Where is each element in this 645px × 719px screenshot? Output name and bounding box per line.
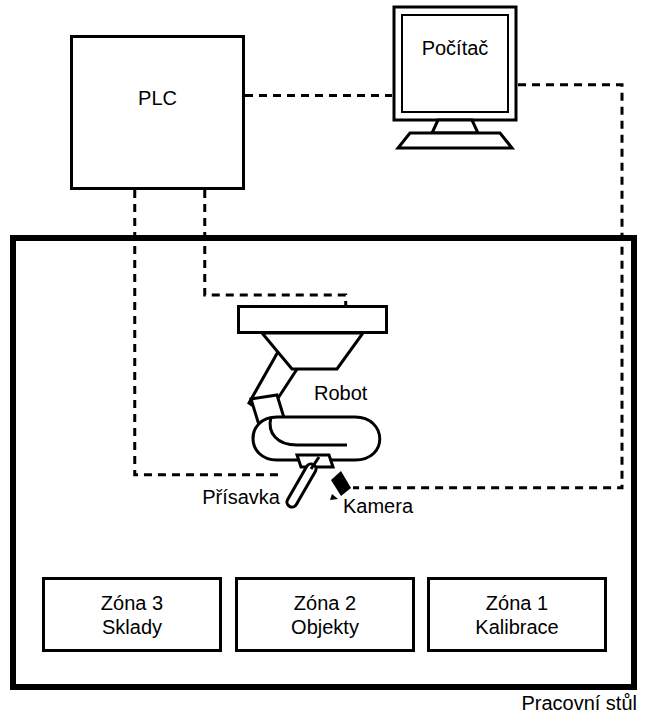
node-label: Přísavka — [168, 485, 280, 509]
node-label: Kamera — [343, 494, 413, 518]
computer-monitor: Počítač — [392, 5, 518, 150]
node-label: Zóna 2 — [294, 591, 356, 615]
camera: Kamera — [327, 468, 353, 500]
workbench-frame: Pracovní stůlRobotPřísavkaKameraZóna 3Sk… — [10, 235, 637, 690]
node-label: Zóna 3 — [101, 591, 163, 615]
dashed-connector — [245, 94, 392, 97]
zone-box: Zóna 2Objekty — [235, 577, 415, 652]
node-label: Objekty — [291, 615, 359, 639]
node-label: Zóna 1 — [486, 591, 548, 615]
plc-box: PLC — [70, 35, 245, 190]
computer-monitor-drawing — [392, 5, 518, 150]
dashed-connector — [205, 190, 346, 305]
node-label: Sklady — [102, 615, 162, 639]
dashed-connector — [353, 85, 622, 488]
suction-gripper: Přísavka — [283, 455, 321, 510]
node-label: Robot — [312, 381, 369, 405]
zone-box: Zóna 3Sklady — [42, 577, 222, 652]
node-label: Pracovní stůl — [521, 691, 637, 715]
robot: Robot — [237, 305, 388, 465]
node-label: Kalibrace — [475, 615, 558, 639]
node-label: PLC — [138, 86, 177, 110]
suction-gripper-drawing — [283, 455, 321, 510]
zone-box: Zóna 1Kalibrace — [427, 577, 607, 652]
node-label: Počítač — [422, 36, 489, 60]
